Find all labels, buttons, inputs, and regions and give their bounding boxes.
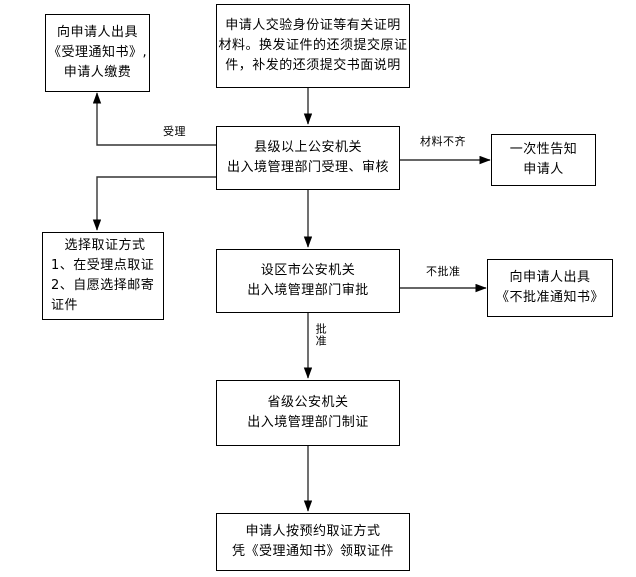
node-city-level-approval[interactable]: 设区市公安机关 出入境管理部门审批 <box>216 249 400 313</box>
edge-label-approved: 批准 <box>314 323 328 347</box>
node-line: 申请人缴费 <box>63 65 132 81</box>
node-disapproval-notice[interactable]: 向申请人出具 《不批准通知书》 <box>487 259 613 317</box>
node-line: 县级以上公安机关 <box>253 139 362 155</box>
node-line: 一次性告知 <box>509 141 578 157</box>
node-line: 出入境管理部门制证 <box>247 415 369 430</box>
node-line: 证件 <box>51 298 79 314</box>
node-line: 《受理通知书》, <box>47 44 148 60</box>
edge-county-to-collect-method <box>92 176 216 231</box>
node-line: 出入境管理部门审批 <box>247 283 369 298</box>
node-line: 申请人交验身份证等有关证明 <box>225 17 401 33</box>
edge-label-materials-incomplete: 材料不齐 <box>420 135 466 148</box>
node-line: 向申请人出具 <box>509 269 591 285</box>
node-line: 材料。换发证件的还须提交原证 <box>218 37 408 53</box>
node-line: 设区市公安机关 <box>260 262 356 278</box>
edge-label-not-approved: 不批准 <box>426 265 461 278</box>
node-one-time-notice[interactable]: 一次性告知 申请人 <box>491 134 596 186</box>
node-line: 申请人按预约取证方式 <box>245 523 381 539</box>
node-county-level-review[interactable]: 县级以上公安机关 出入境管理部门受理、审核 <box>216 126 400 190</box>
node-issue-acceptance-notice[interactable]: 向申请人出具 《受理通知书》, 申请人缴费 <box>45 14 150 92</box>
node-line: 出入境管理部门受理、审核 <box>226 160 389 175</box>
node-applicant-collect[interactable]: 申请人按预约取证方式 凭《受理通知书》领取证件 <box>216 513 410 571</box>
node-line: 2、自愿选择邮寄 <box>51 278 155 293</box>
node-line: 向申请人出具 <box>56 24 138 40</box>
node-submit-materials[interactable]: 申请人交验身份证等有关证明 材料。换发证件的还须提交原证 件，补发的还须提交书面… <box>216 4 410 88</box>
node-line: 件，补发的还须提交书面说明 <box>225 58 401 74</box>
node-line: 《不批准通知书》 <box>495 290 604 305</box>
node-line: 省级公安机关 <box>267 394 349 410</box>
node-province-level-production[interactable]: 省级公安机关 出入境管理部门制证 <box>216 380 400 446</box>
edge-label-accepted: 受理 <box>163 125 186 138</box>
node-line: 申请人 <box>523 162 564 177</box>
node-collect-method[interactable]: 选择取证方式 1、在受理点取证 2、自愿选择邮寄 证件 <box>42 232 164 320</box>
node-line: 凭《受理通知书》领取证件 <box>231 544 394 559</box>
edge-county-to-acceptance-notice <box>92 92 216 146</box>
node-line: 1、在受理点取证 <box>51 257 155 273</box>
node-line: 选择取证方式 <box>64 237 146 253</box>
